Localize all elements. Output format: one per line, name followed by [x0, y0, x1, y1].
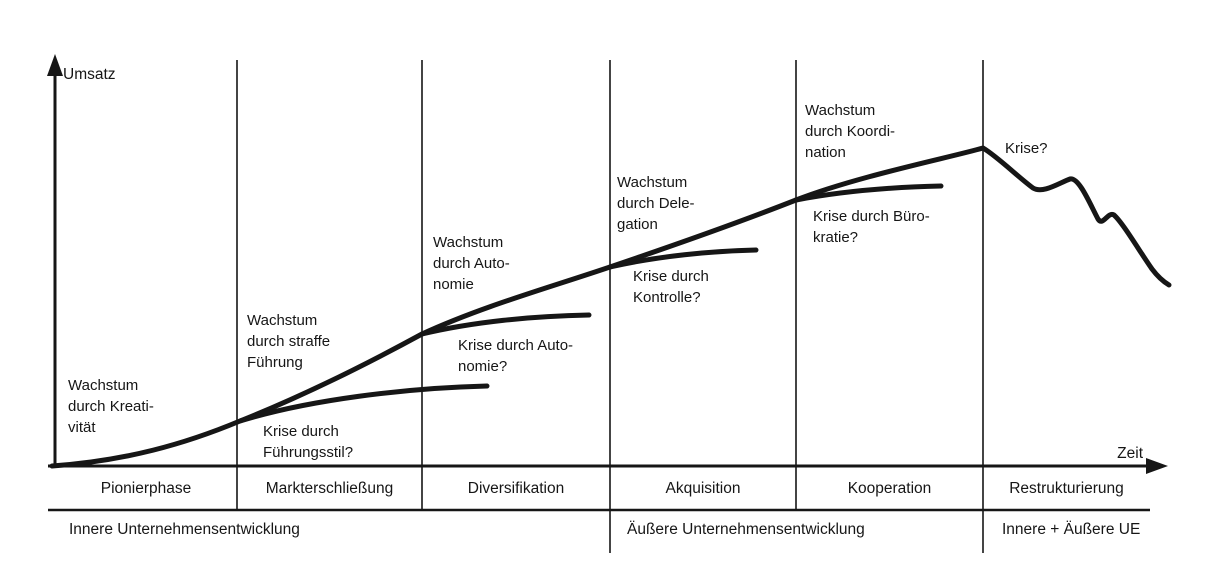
annotation-crisis-final: Krise? — [1005, 140, 1048, 157]
crisis-branch-autonomy — [419, 312, 592, 337]
annotation-crisis-leadership: Krise durch Führungsstil? — [263, 423, 354, 461]
annotation-growth-autonomy: Wachstum durch Auto- nomie — [433, 234, 510, 293]
crisis-branch-leadership — [237, 383, 490, 424]
annotation-crisis-control: Krise durch Kontrolle? — [633, 268, 709, 306]
annotation-growth-delegation: Wachstum durch Dele- gation — [617, 174, 695, 233]
x-axis-label: Zeit — [1117, 445, 1143, 462]
phase-label-kooperation: Kooperation — [847, 480, 932, 497]
y-axis-arrowhead-icon — [47, 54, 63, 76]
band-label-innere-aeussere-ue: Innere + Äußere UE — [1002, 521, 1141, 538]
phase-label-pionierphase: Pionierphase — [100, 480, 192, 497]
crisis-branch-control — [607, 247, 759, 270]
band-label-innere-ue: Innere Unternehmensentwicklung — [69, 521, 300, 538]
phase-label-restrukturierung: Restrukturierung — [1009, 480, 1124, 497]
crisis-branch-bureaucracy — [793, 183, 944, 203]
y-axis-label: Umsatz — [63, 66, 116, 83]
phase-label-diversifikation: Diversifikation — [467, 480, 565, 497]
annotation-crisis-autonomy: Krise durch Auto- nomie? — [458, 337, 574, 375]
main-growth-curve — [49, 145, 1172, 469]
x-axis-arrowhead-icon — [1146, 458, 1168, 474]
annotation-growth-coordination: Wachstum durch Koordi- nation — [805, 102, 896, 161]
band-label-aeussere-ue: Äußere Unternehmensentwicklung — [627, 521, 865, 538]
annotation-growth-direction: Wachstum durch straffe Führung — [247, 312, 331, 371]
phase-label-akquisition: Akquisition — [665, 480, 741, 497]
annotation-growth-creativity: Wachstum durch Kreati- vität — [68, 377, 154, 436]
phase-label-markterschliessung: Markterschließung — [265, 480, 394, 497]
annotation-crisis-bureaucracy: Krise durch Büro- kratie? — [813, 208, 930, 246]
